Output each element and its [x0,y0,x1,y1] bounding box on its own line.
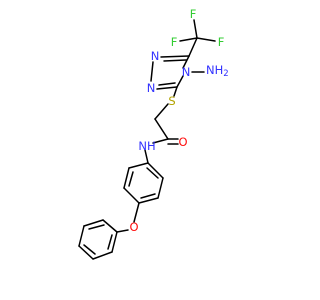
bond-n2-c3 [156,86,178,90]
bond-o-ar2 [116,229,129,233]
atom-nh2-main: NH [206,63,223,77]
atom-nh2: NH2 [206,63,229,79]
bond-ar1-e [157,177,164,199]
bond-ar2-c [78,225,85,247]
bond-ar1-o [133,202,140,223]
bond-nh-ring [144,149,149,164]
bond-s-ch2 [154,103,169,120]
bond-n4-c5 [182,55,190,69]
atom-n-triazole-n1: N [151,49,160,63]
atom-nh-amide: NH [138,139,155,153]
atom-nh2-subscript: 2 [223,69,228,79]
bond-ar1-d-inner [140,193,156,199]
bond-ar2-a [102,219,118,233]
bond-ar1-b-inner [128,171,134,187]
molecule-canvas: F F F N N N NH2 S O NH O [78,7,229,260]
bond-carbonyl-nh [152,138,169,144]
bond-n2-c3-double [158,82,176,86]
atom-n-triazole-n4: N [182,65,191,79]
bond-ar1-d [138,197,159,204]
bond-ar2-f [111,231,118,253]
bond-ar1-f [147,162,164,179]
structure-diagram: F F F N N N NH2 S O NH O [78,7,229,260]
bond-ar1-b [123,167,130,189]
bond-c5-n1 [160,55,190,58]
bond-cf3-f-right [196,37,216,42]
bond-ar2-d [78,245,94,260]
bond-c5-n1-double [163,59,187,62]
atom-labels: F F F N N N NH2 S O NH O [129,7,228,234]
bond-ar1-a [128,162,149,169]
atom-f-right: F [218,35,225,49]
atom-f-top: F [190,7,197,21]
bond-c3-n4 [176,75,184,88]
bond-cf3-f-left [179,37,198,42]
bond-ar2-b-inner [88,224,105,230]
bond-ar2-e [92,251,113,260]
bond-c3-s [173,86,178,97]
bond-ar2-f-inner [107,234,113,250]
bond-ch2-carbonyl [154,118,169,140]
atom-s: S [168,94,175,108]
bond-n1-n2 [150,61,154,82]
atom-f-left: F [171,35,178,49]
atom-o-carbonyl: O [178,135,187,149]
bonds [78,19,216,260]
atom-o-ether: O [129,220,138,234]
bond-cf3-f-top [193,19,198,39]
bond-ar2-d-inner [83,244,96,255]
atom-n-triazole-n2: N [147,81,156,95]
bond-ar2-b [83,219,104,227]
bond-ar1-c [123,187,140,204]
bond-ar1-f-inner [146,167,159,179]
bond-cf3-to-ring [188,37,198,57]
